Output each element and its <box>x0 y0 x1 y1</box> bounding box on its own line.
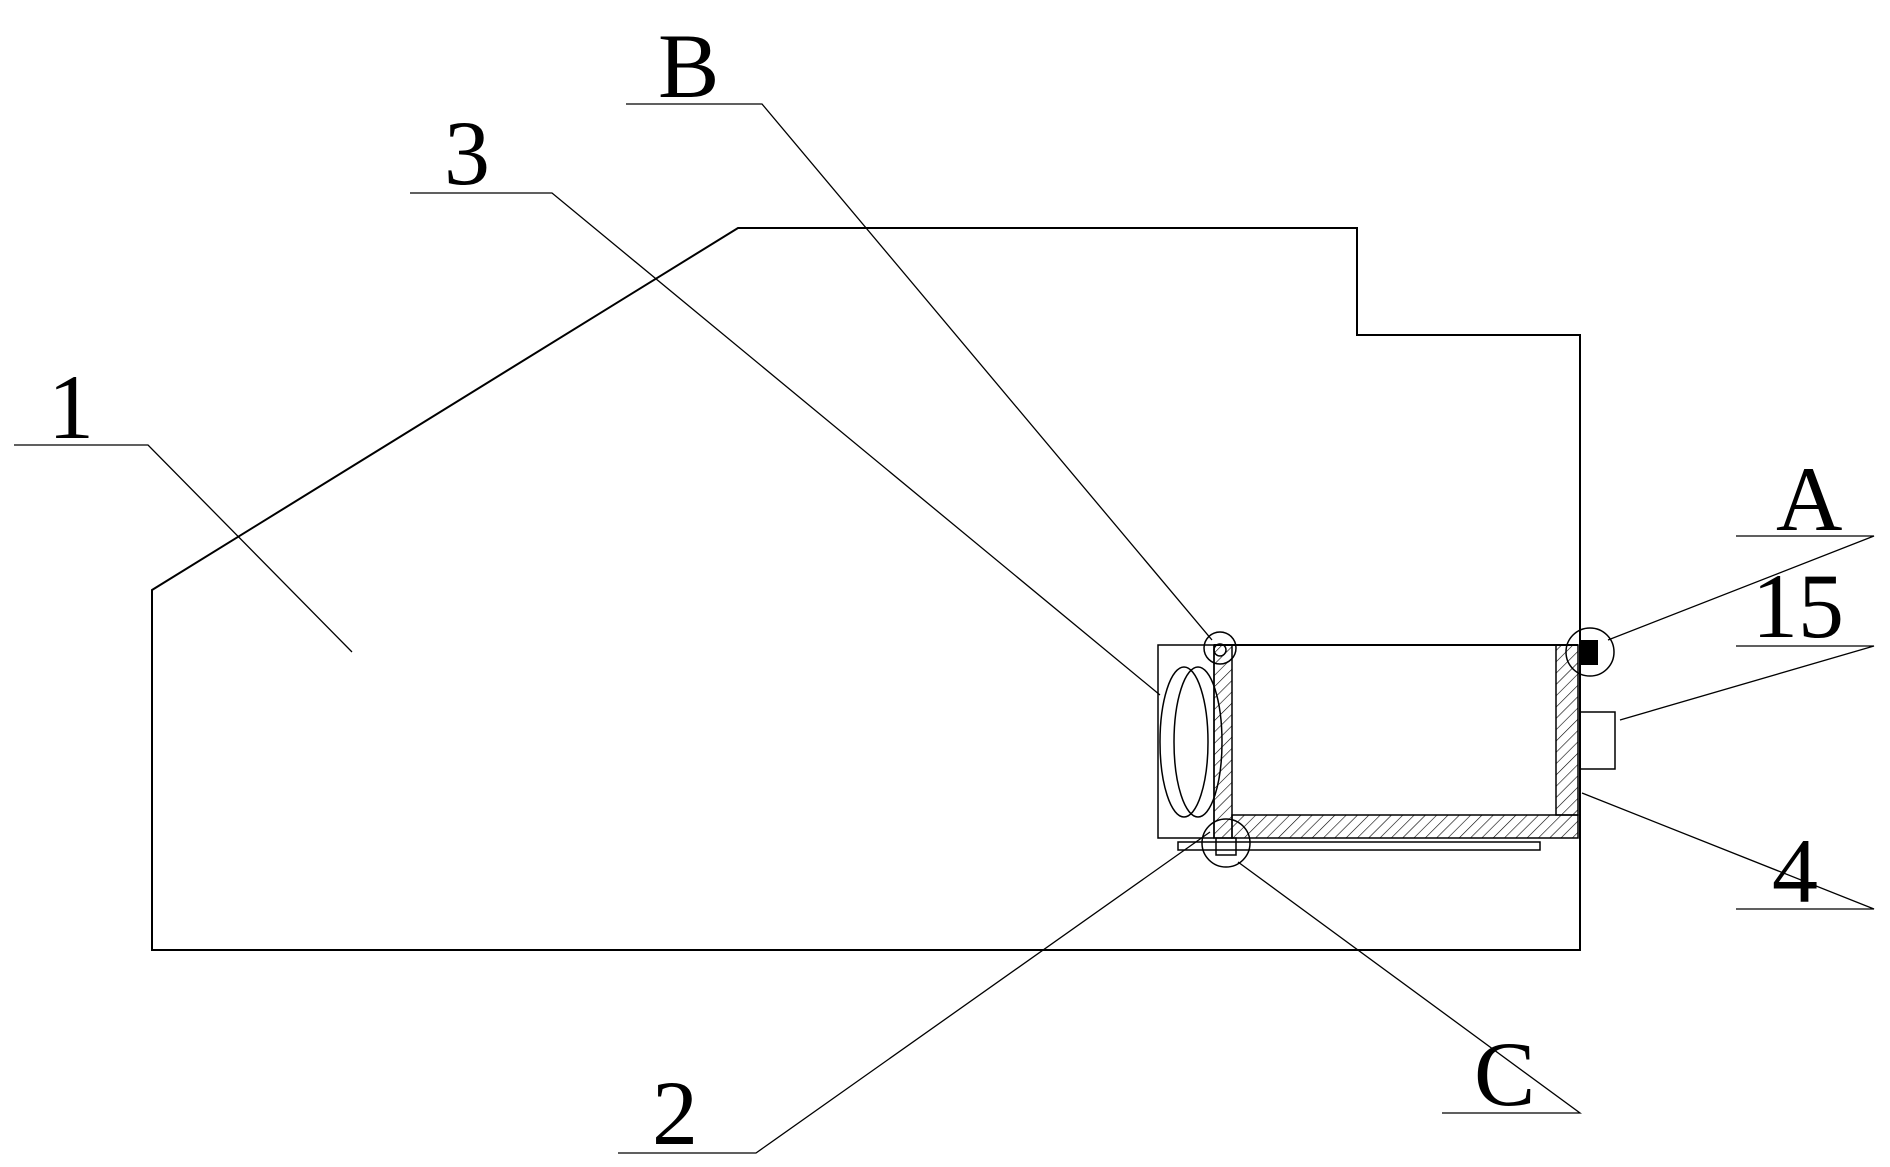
label-part-15: 15 <box>1752 555 1844 657</box>
housing-outline <box>151 227 1581 951</box>
roller-detail <box>1215 837 1237 856</box>
detail-circle-b <box>1203 631 1237 665</box>
detail-circle-a <box>1565 627 1615 677</box>
detail-circle-b-inner <box>1213 643 1227 657</box>
slide-rail <box>1177 841 1541 851</box>
box-wall <box>1213 644 1579 839</box>
label-part-3: 3 <box>444 102 490 204</box>
label-part-2: 2 <box>652 1062 698 1164</box>
label-part-4: 4 <box>1772 820 1818 922</box>
side-handle <box>1579 711 1616 770</box>
detail-circle-c <box>1201 818 1251 868</box>
leader-lines <box>14 103 1875 1154</box>
spring <box>1159 666 1223 818</box>
label-detail-a: A <box>1776 448 1842 550</box>
label-detail-b: B <box>658 15 719 117</box>
spring-housing <box>1157 644 1215 839</box>
label-part-1: 1 <box>48 356 94 458</box>
label-detail-c: C <box>1474 1023 1535 1125</box>
latch-detail <box>1580 640 1598 665</box>
